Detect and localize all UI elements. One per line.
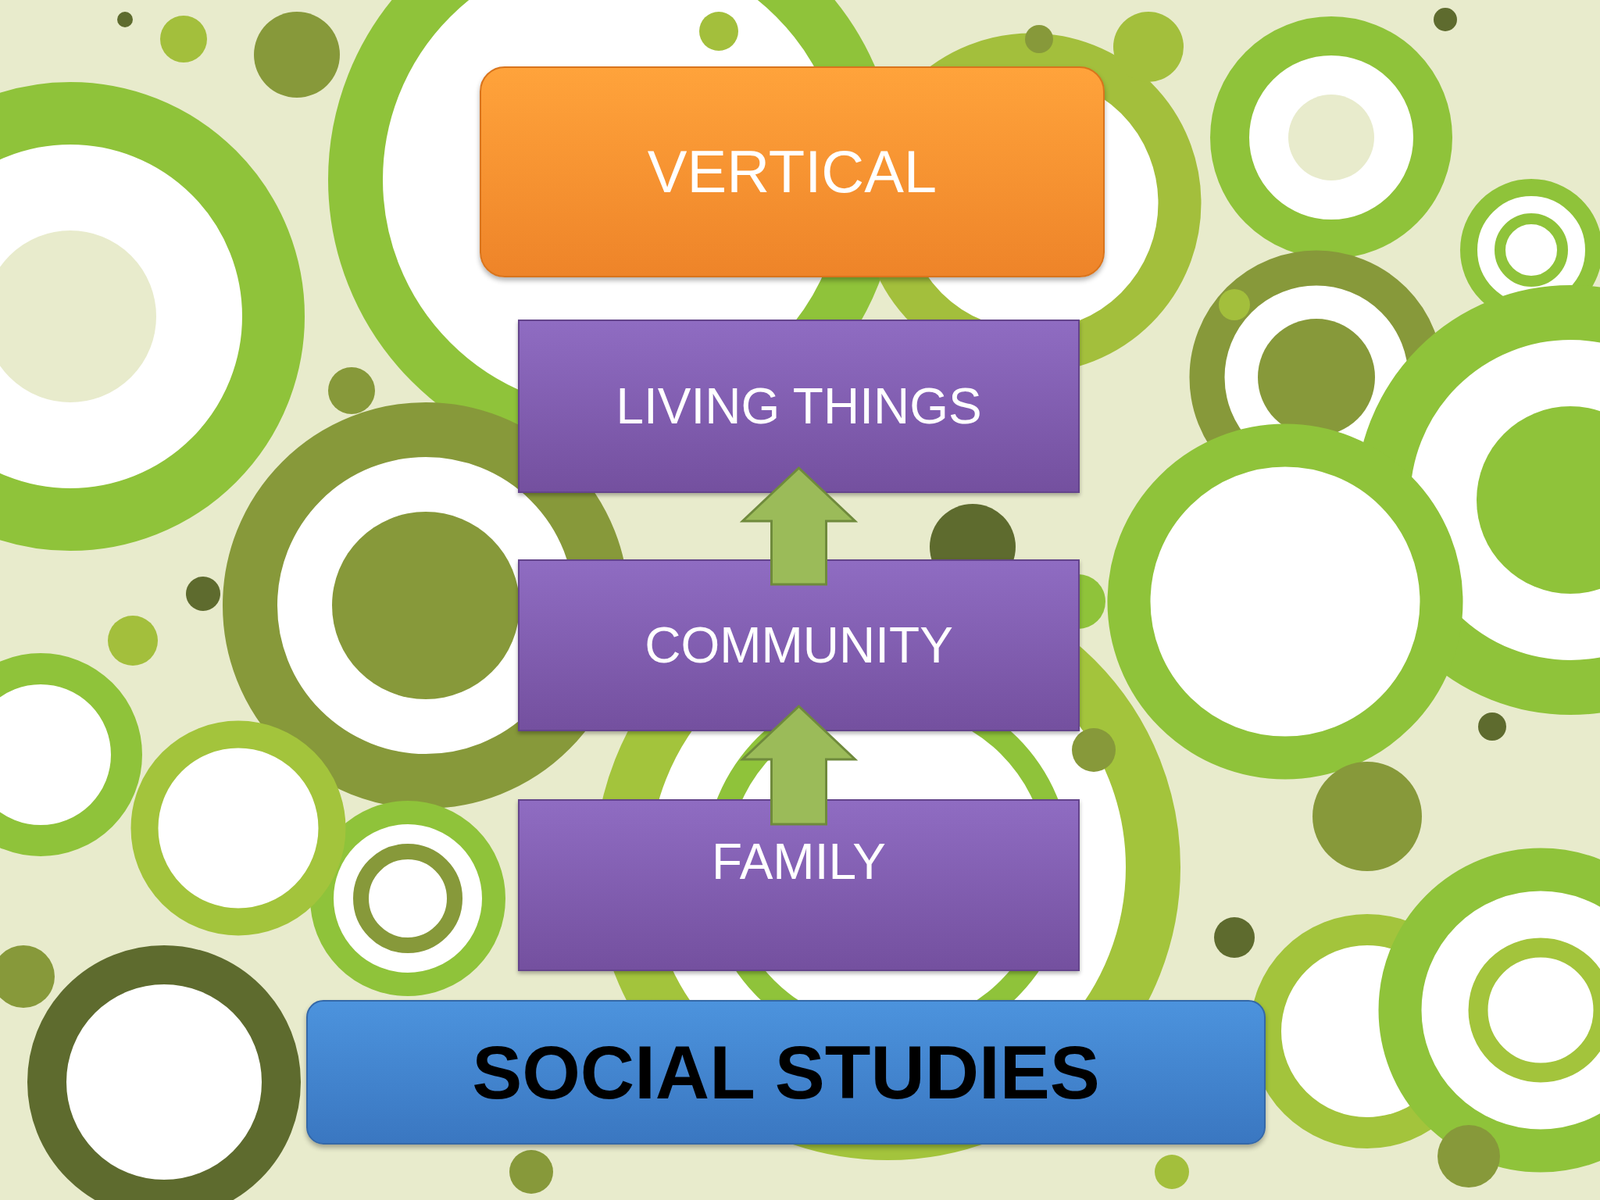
block-arrow bbox=[742, 706, 856, 825]
level-box: COMMUNITY bbox=[517, 559, 1080, 732]
box-label: FAMILY bbox=[711, 832, 886, 893]
block-arrow bbox=[742, 467, 856, 585]
box-label: VERTICAL bbox=[647, 135, 937, 208]
heading-box: VERTICAL bbox=[479, 66, 1105, 278]
box-label: LIVING THINGS bbox=[615, 376, 982, 437]
level-box: LIVING THINGS bbox=[517, 319, 1080, 493]
subject-band: SOCIAL STUDIES bbox=[306, 1000, 1266, 1145]
box-label: SOCIAL STUDIES bbox=[471, 1027, 1100, 1118]
level-box: FAMILY bbox=[517, 799, 1080, 972]
box-label: COMMUNITY bbox=[644, 615, 954, 676]
